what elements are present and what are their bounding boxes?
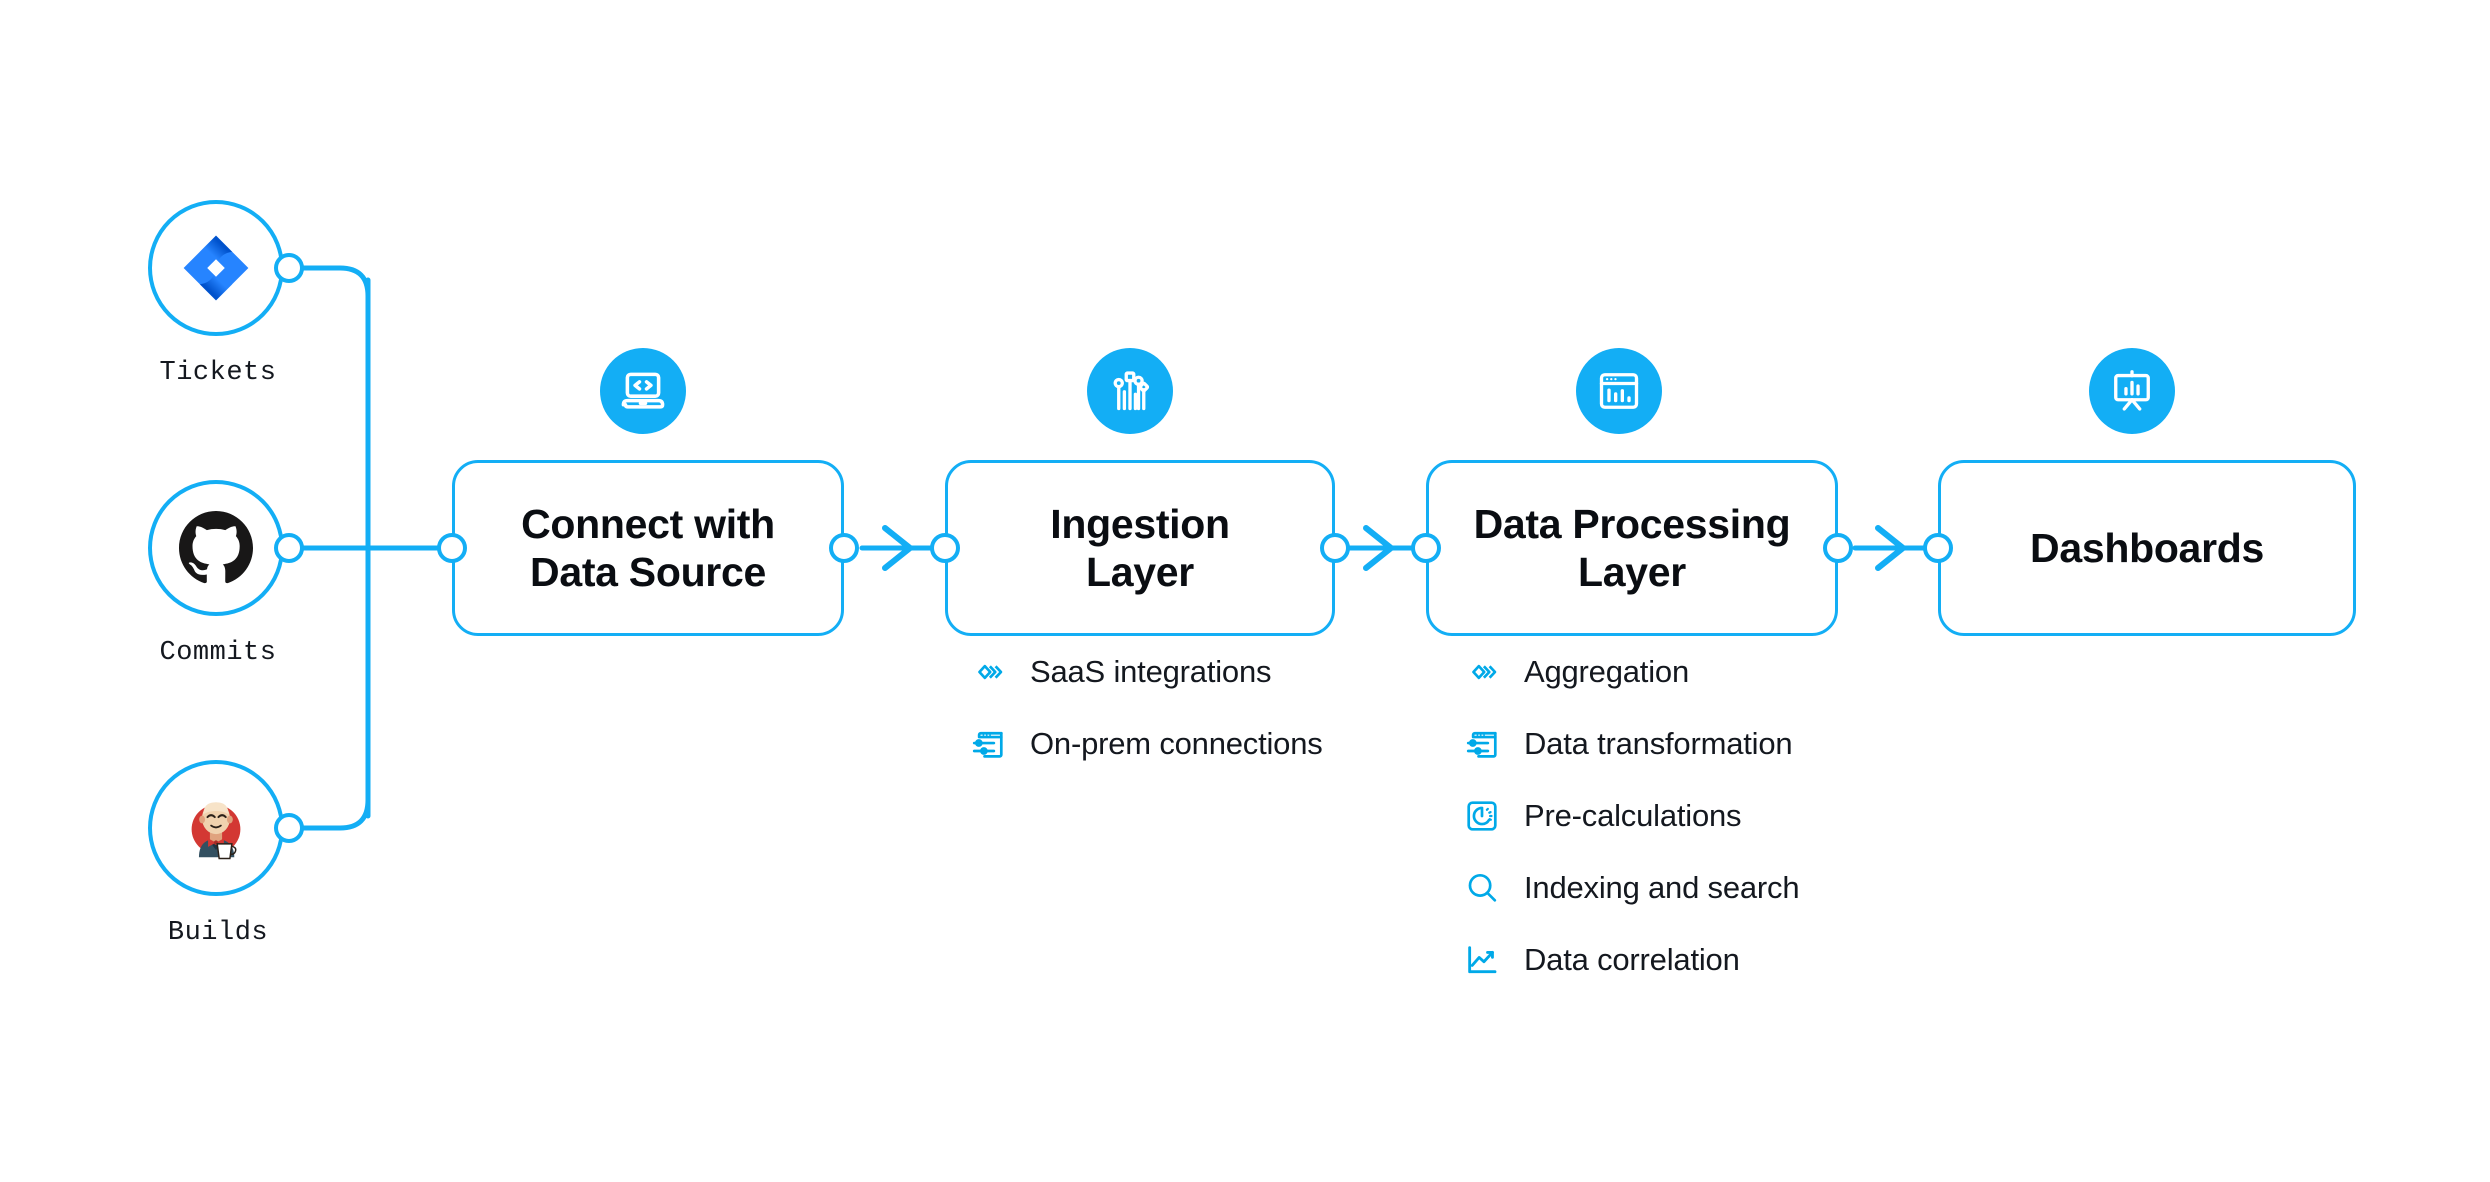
window-bars-icon [1599, 373, 1639, 409]
stage-title-line1: Ingestion [1050, 500, 1230, 547]
feature-item[interactable]: Data transformation [1462, 708, 1799, 780]
feature-label: On-prem connections [1030, 726, 1323, 761]
magnifier-icon [1462, 868, 1502, 908]
port-commits-out [274, 533, 304, 563]
stage-badge-dashboards [2089, 348, 2175, 434]
stage-title-line2: Layer [1578, 549, 1686, 595]
stage-title-line2: Layer [1086, 549, 1194, 595]
source-label-builds: Builds [167, 918, 269, 948]
port-stage2-in [930, 533, 960, 563]
stage-title-dashboards: Dashboards [2016, 524, 2278, 572]
stage-box-data-processing-layer[interactable]: Data Processing Layer [1426, 460, 1838, 636]
stage-badge-ingestion [1087, 348, 1173, 434]
feature-label: SaaS integrations [1030, 654, 1272, 689]
wire-builds [286, 543, 371, 831]
github-icon [179, 511, 253, 584]
port-stage1-out [829, 533, 859, 563]
source-node-tickets[interactable]: Tickets [148, 200, 288, 388]
source-circle [148, 760, 284, 896]
stage-badge-processing [1576, 348, 1662, 434]
arrowhead-3 [1875, 525, 1906, 571]
port-stage2-out [1320, 533, 1350, 563]
feature-label: Data transformation [1524, 726, 1793, 761]
presentation-chart-icon [2114, 370, 2150, 411]
stage-box-ingestion-layer[interactable]: Ingestion Layer [945, 460, 1335, 636]
feature-list-processing: Aggregation Data transformation [1462, 636, 1800, 996]
stage-title-line1: Data Processing [1473, 500, 1791, 547]
jira-icon [183, 235, 249, 301]
port-stage3-out [1823, 533, 1853, 563]
feature-item[interactable]: Pre-calculations [1462, 780, 1799, 852]
stage-title-line1: Connect with [521, 500, 775, 547]
stage-box-dashboards[interactable]: Dashboards [1938, 460, 2356, 636]
arrowhead-1 [882, 525, 913, 571]
port-tickets-out [274, 253, 304, 283]
port-stage1-in [437, 533, 467, 563]
feature-item[interactable]: Data correlation [1462, 924, 1799, 996]
stage-title-ingestion: Ingestion Layer [1036, 500, 1244, 597]
stage-title-line2: Data Source [530, 549, 766, 595]
arrowhead-2 [1363, 525, 1394, 571]
feature-item[interactable]: Indexing and search [1462, 852, 1800, 924]
source-node-builds[interactable]: Builds [148, 760, 288, 948]
stage-badge-connect [600, 348, 686, 434]
circuit-nodes-icon [1113, 371, 1150, 411]
port-builds-out [274, 813, 304, 843]
wire-tickets [286, 265, 371, 549]
feature-label: Data correlation [1524, 942, 1740, 977]
source-label-tickets: Tickets [159, 358, 277, 388]
source-circle [148, 480, 284, 616]
gauge-square-icon [1462, 796, 1502, 836]
source-circle [148, 200, 284, 336]
port-stage3-in [1411, 533, 1441, 563]
feature-label: Aggregation [1524, 654, 1689, 689]
source-label-commits: Commits [159, 638, 277, 668]
stage-title-processing: Data Processing Layer [1460, 500, 1805, 597]
stage-title-connect: Connect with Data Source [507, 500, 789, 597]
laptop-code-icon [621, 372, 665, 409]
layered-chevrons-icon [968, 652, 1008, 692]
stage-box-connect-with-data-source[interactable]: Connect with Data Source [452, 460, 844, 636]
feature-item[interactable]: Aggregation [1462, 636, 1799, 708]
feature-label: Indexing and search [1524, 870, 1800, 905]
feature-list-ingestion: SaaS integrations On-prem connections [968, 636, 1323, 780]
jenkins-icon [191, 802, 241, 860]
layered-chevrons-icon [1462, 652, 1502, 692]
feature-item[interactable]: SaaS integrations [968, 636, 1323, 708]
feature-label: Pre-calculations [1524, 798, 1742, 833]
line-chart-icon [1462, 940, 1502, 980]
server-sliders-icon [1462, 724, 1502, 764]
server-sliders-icon [968, 724, 1008, 764]
feature-item[interactable]: On-prem connections [968, 708, 1323, 780]
stage-title-line1: Dashboards [2030, 524, 2264, 571]
port-stage4-in [1923, 533, 1953, 563]
source-node-commits[interactable]: Commits [148, 480, 288, 668]
